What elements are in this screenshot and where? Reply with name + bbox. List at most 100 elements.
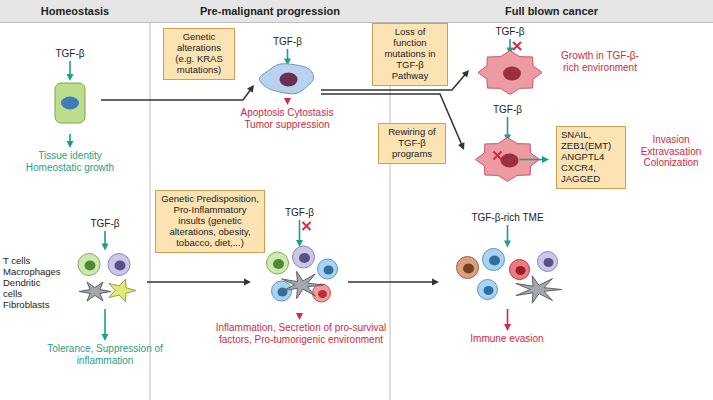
signal-label: TGF-β xyxy=(255,36,320,48)
cell-drawing xyxy=(64,218,146,308)
cell-figure: TGF-β xyxy=(252,207,347,312)
box-text: Genetic alterations (e.g. KRAS mutations… xyxy=(168,32,230,76)
arrow-head xyxy=(504,324,511,331)
nucleus xyxy=(503,67,521,81)
header-text: Homeostasis xyxy=(41,5,109,17)
block-mark xyxy=(513,42,521,50)
nucleus xyxy=(299,253,310,263)
arrow-head xyxy=(542,156,549,163)
signal-arrow xyxy=(104,231,106,246)
immune-cell xyxy=(272,281,292,301)
premalignant-cell xyxy=(259,64,313,94)
immune-cell xyxy=(457,257,479,279)
cell-figure: TGF-β xyxy=(40,48,100,133)
immune-cell xyxy=(78,254,100,276)
cell-drawing xyxy=(40,48,100,133)
nucleus xyxy=(61,97,79,110)
outcome-arrows xyxy=(67,98,512,341)
immune-cell xyxy=(293,246,315,268)
signal-label: TGF-β-rich TME xyxy=(440,212,575,224)
column-header: Homeostasis xyxy=(0,0,150,22)
nucleus xyxy=(516,266,526,275)
arrow-head xyxy=(102,244,109,251)
outcome-label: Inflammation, Secretion of pro-survival … xyxy=(212,322,390,345)
signal-arrow xyxy=(520,159,545,161)
normal-cell xyxy=(55,83,85,123)
outcome-label: Growth in TGF-β-rich environment xyxy=(556,50,644,73)
dendritic-cell xyxy=(516,276,562,303)
arrow-head xyxy=(67,141,74,148)
nucleus xyxy=(484,286,494,295)
immune-cell xyxy=(483,249,505,271)
signal-arrow xyxy=(507,117,509,137)
connector-group xyxy=(348,279,439,286)
nucleus xyxy=(318,290,327,298)
immune-cell xyxy=(538,252,558,272)
arrow-head xyxy=(432,279,439,286)
cell-figure: TGF-β xyxy=(465,104,550,190)
condition-box: SNAIL, ZEB1(EMT) ANGPTL4 CXCR4, JAGGED xyxy=(556,126,626,189)
box-text: Loss of function mutations in TGF-β Path… xyxy=(377,27,443,82)
header-text: Pre-malignant progression xyxy=(200,5,340,17)
signal-label: TGF-β xyxy=(470,26,550,38)
immune-cell xyxy=(267,252,289,274)
progression-arrow xyxy=(348,281,434,283)
signal-arrow xyxy=(299,220,301,242)
cell-figure: TGF-β xyxy=(255,36,320,98)
cell-drawing xyxy=(465,104,550,190)
nucleus xyxy=(489,256,500,266)
cell-drawing xyxy=(252,207,347,312)
arrow-head xyxy=(458,142,464,150)
nucleus xyxy=(280,73,298,87)
signal-label: TGF-β xyxy=(465,104,550,116)
dendritic-cell xyxy=(79,282,111,301)
outcome-label: Tolerance, Suppression of inflammation xyxy=(45,343,165,366)
cell-figure: TGF-β-rich TME xyxy=(440,212,575,308)
cell-figure: TGF-β xyxy=(470,26,550,94)
signal-arrow xyxy=(507,225,509,243)
outcome-label: T cells Macrophages Dendritic cells Fibr… xyxy=(3,256,61,311)
progression-arrow xyxy=(101,89,251,100)
arrow-head xyxy=(67,74,74,81)
arrow-head xyxy=(296,313,303,320)
arrow-head xyxy=(247,85,254,93)
immune-cell xyxy=(313,284,331,302)
signal-arrow xyxy=(69,61,71,76)
outcome-label: Invasion Extravasation Colonization xyxy=(634,134,708,169)
arrow-head xyxy=(504,241,511,248)
cell-drawing xyxy=(440,212,575,308)
nucleus xyxy=(85,261,96,271)
column-separator xyxy=(150,0,151,400)
connector-group xyxy=(147,279,251,286)
immune-cell xyxy=(510,260,530,280)
immune-cell xyxy=(478,280,498,300)
outcome-label: Immune evasion xyxy=(457,333,557,345)
header-rule xyxy=(0,22,713,23)
outcome-label: Apoptosis Cytostasis Tumor suppression xyxy=(237,107,337,130)
connector-group xyxy=(101,85,254,100)
box-text: Genetic Predisposition, Pro-Inflammatory… xyxy=(160,194,260,249)
arrow-head xyxy=(284,98,291,105)
immune-cell xyxy=(108,254,130,276)
arrow-head xyxy=(102,334,109,341)
nucleus xyxy=(501,154,519,168)
signal-label: TGF-β xyxy=(252,207,347,219)
signal-arrow xyxy=(507,309,509,326)
block-mark xyxy=(303,222,311,230)
nucleus xyxy=(463,264,474,274)
box-text: Rewiring of TGF-β programs xyxy=(383,127,441,160)
progression-arrow xyxy=(147,281,246,283)
fibroblast xyxy=(109,279,136,302)
dendritic-cell xyxy=(282,271,324,298)
column-header: Full blown cancer xyxy=(390,0,713,22)
arrow-head xyxy=(244,279,251,286)
condition-box: Genetic Predisposition, Pro-Inflammatory… xyxy=(155,190,265,253)
nucleus xyxy=(115,261,126,271)
block-mark xyxy=(494,152,502,160)
signal-label: TGF-β xyxy=(40,48,100,60)
column-header: Pre-malignant progression xyxy=(150,0,390,22)
immune-cell xyxy=(318,259,338,279)
arrow-head xyxy=(462,70,469,78)
cell-figure: TGF-β xyxy=(64,218,146,308)
nucleus xyxy=(324,266,334,275)
